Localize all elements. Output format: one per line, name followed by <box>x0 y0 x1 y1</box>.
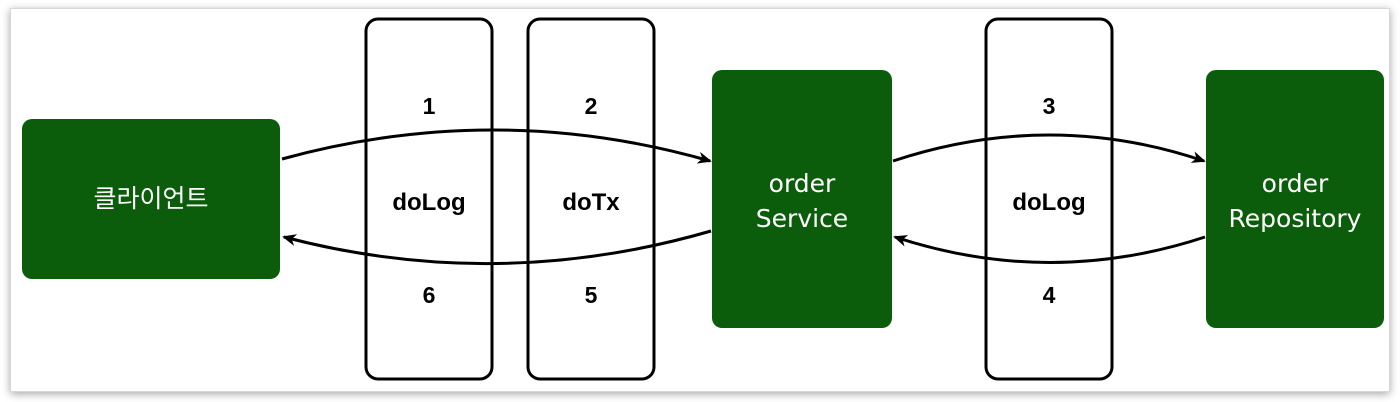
step-number-4: 4 <box>1043 282 1056 308</box>
arrow-order-repository-to-order-service <box>893 235 1206 264</box>
step-number-6: 6 <box>423 282 436 308</box>
order-repository-label-line2: Repository <box>1229 204 1362 233</box>
aspect-label-dolog-1: doLog <box>392 189 465 216</box>
arrow-order-service-to-order-repository <box>892 133 1206 163</box>
order-service-box <box>712 70 892 328</box>
client-box <box>22 119 280 279</box>
step-number-5: 5 <box>585 282 598 308</box>
step-number-1: 1 <box>423 93 436 119</box>
arrow-order-service-to-client <box>282 229 712 266</box>
aspect-box-dotx <box>526 17 656 381</box>
order-service-label-line2: Service <box>756 204 848 233</box>
step-number-2: 2 <box>585 93 598 119</box>
step-number-3: 3 <box>1043 93 1056 119</box>
order-repository-box <box>1206 70 1384 328</box>
order-repository-label-line1: order <box>1262 169 1329 198</box>
client-label: 클라이언트 <box>93 184 208 213</box>
aspect-box-dolog-1 <box>364 17 494 381</box>
arrow-client-to-order-service <box>281 128 712 164</box>
order-service-label-line1: order <box>769 169 836 198</box>
aspect-label-dotx: doTx <box>562 189 620 216</box>
aspect-box-dolog-2 <box>984 17 1114 381</box>
aspect-label-dolog-2: doLog <box>1012 189 1085 216</box>
